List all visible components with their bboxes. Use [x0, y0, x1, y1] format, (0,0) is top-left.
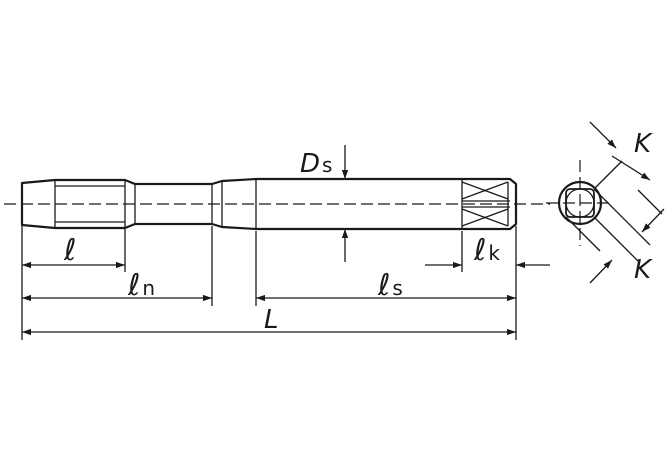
dimension-lines — [22, 145, 550, 336]
k-bottom-arrow-b — [641, 208, 665, 233]
k-top-arrow-b — [611, 155, 651, 181]
label-l: ℓ — [63, 233, 76, 268]
k-top-arrow-a — [589, 121, 617, 149]
tap-side-view — [4, 177, 550, 231]
label-K-top: K — [634, 129, 653, 159]
extension-lines — [21, 226, 517, 340]
tap-end-view — [546, 121, 665, 284]
label-K-bottom: K — [634, 255, 653, 285]
label-L: L — [264, 305, 279, 335]
k-ext-3 — [565, 216, 601, 252]
k-ext-4 — [593, 188, 651, 246]
k-bottom-arrow-a — [589, 259, 613, 284]
k-ext-2 — [593, 216, 641, 264]
k-top-leader — [637, 189, 663, 215]
k-ext-1 — [593, 160, 623, 190]
